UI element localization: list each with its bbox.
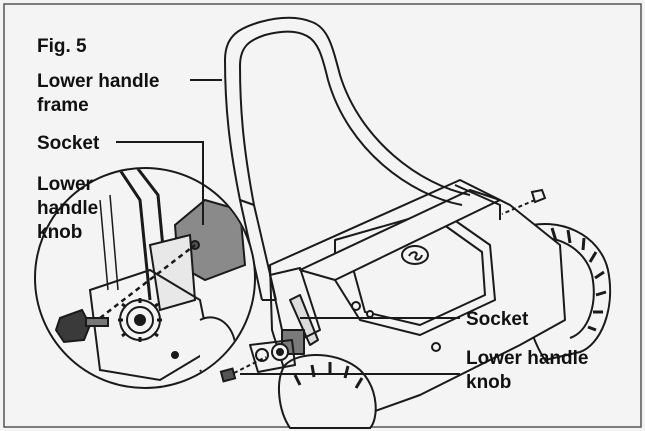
detail-knob (54, 308, 92, 344)
leader-socket-left (116, 141, 204, 225)
label-lower-handle-frame-line1: Lower handle (37, 71, 159, 92)
label-socket-left: Socket (37, 133, 100, 154)
right-socket-mechanism (249, 329, 305, 373)
label-lower-handle-knob-left-line3: knob (37, 222, 82, 243)
lower-handle-frame (223, 16, 471, 301)
label-lower-handle-knob-left-line1: Lower (37, 174, 94, 195)
leader-lines (116, 79, 460, 375)
label-lower-handle-knob-right-line1: Lower handle (466, 348, 588, 369)
brand-logo (401, 245, 429, 265)
right-handle-knob (219, 356, 267, 383)
label-lower-handle-frame-line2: frame (37, 95, 89, 116)
label-lower-handle-knob-left-line2: handle (37, 198, 98, 219)
label-lower-handle-knob-right-line2: knob (466, 372, 511, 393)
right-bolt (501, 188, 547, 215)
figure-title: Fig. 5 (37, 36, 87, 57)
label-socket-right: Socket (466, 309, 529, 330)
